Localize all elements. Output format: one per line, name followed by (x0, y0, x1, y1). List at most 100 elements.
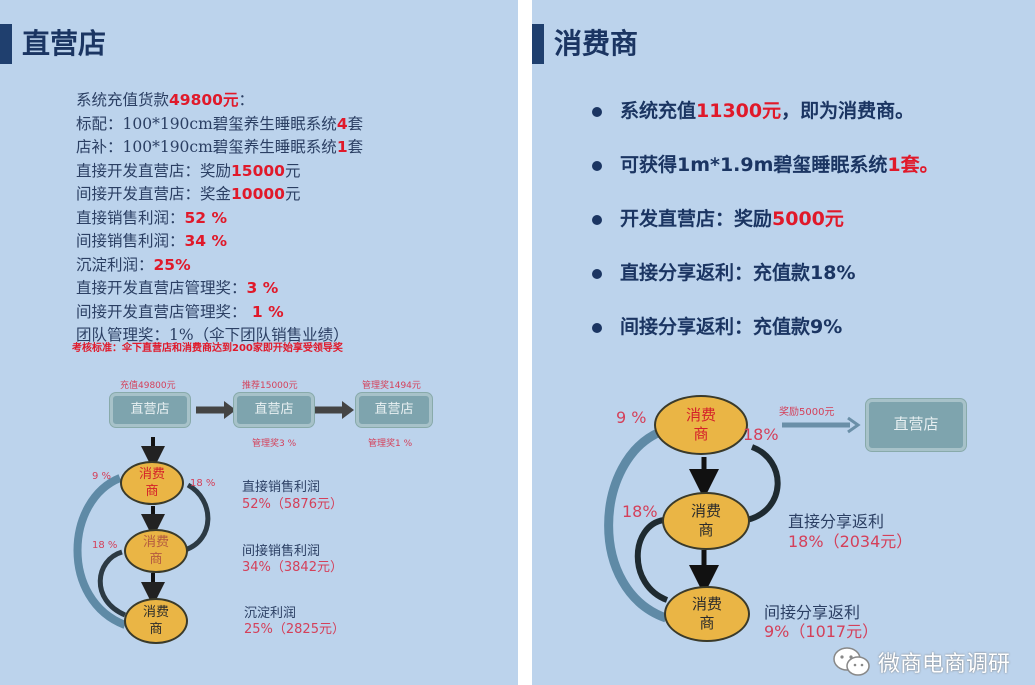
line-tail: 套 (347, 114, 364, 133)
bullet-icon (592, 214, 602, 225)
bullet-highlight: 5000元 (772, 208, 844, 230)
rebate-value: 9%（1017元） (764, 622, 879, 641)
consumer-label: 消费商 (691, 595, 722, 632)
pct-label: 18% (622, 502, 658, 521)
consumer-node: 消费商 (662, 492, 750, 550)
pct-label: 9 % (92, 471, 112, 482)
bullet-text: 系统充值 (620, 100, 697, 122)
bullet-highlight: 11300元 (696, 100, 782, 122)
benefit-bullet: 可获得1m*1.9m碧玺睡眠系统1套。 (592, 150, 939, 204)
reward-label: 奖励5000元 (779, 407, 835, 418)
curve-arrow (634, 517, 669, 603)
line-text: 团队管理奖：1%（伞下团队销售业绩） (76, 326, 349, 344)
consumer-node: 消费商 (120, 461, 184, 505)
bullet-text: 开发直营店：奖励 (620, 208, 773, 230)
bullet-icon (592, 268, 602, 279)
profit-name: 直接销售利润 (242, 480, 321, 495)
curve-arrow (184, 482, 211, 553)
panel-title: 消费商 (554, 27, 639, 60)
header-marker (532, 24, 544, 64)
line-tail: 元 (284, 185, 301, 203)
profit-value: 25%（2825元） (244, 622, 345, 637)
bullet-text: 间接分享返利：充值款9% (620, 316, 843, 338)
benefit-bullet: 开发直营店：奖励5000元 (592, 204, 939, 258)
store-box: 直营店 (110, 393, 190, 427)
consumer-node: 消费商 (124, 598, 188, 644)
line-text: 沉淀利润： (76, 255, 154, 274)
curve-arrow (97, 549, 127, 618)
panel-header: 直营店 (0, 18, 518, 68)
line-highlight: 1 % (246, 302, 284, 321)
rebate-value: 18%（2034元） (788, 532, 913, 551)
rebate-name: 间接分享返利 (764, 603, 861, 622)
curve-arrow (604, 427, 668, 623)
recharge-label: 充值49800元 (120, 381, 176, 391)
wechat-icon (833, 647, 870, 676)
rebate-name: 直接分享返利 (788, 512, 885, 531)
line-text: 间接销售利润： (76, 232, 185, 250)
line-highlight: 1 (336, 138, 348, 156)
reward-arrow-head (847, 416, 861, 434)
line-highlight: 49800元 (169, 91, 239, 109)
curve-arrow (73, 474, 127, 629)
bullet-text: 可获得1m*1.9m碧玺睡眠系统 (620, 154, 888, 176)
pct-label: 18% (743, 425, 779, 444)
pct-label: 18 % (190, 478, 216, 489)
management-3-label: 管理奖3 % (252, 439, 297, 449)
line-tail: 元 (284, 161, 301, 180)
line-highlight: 4 (336, 114, 348, 133)
line-text: 间接开发直营店：奖金 (76, 185, 232, 203)
watermark-text: 微商电商调研 (878, 652, 1011, 677)
line-tail: 套 (347, 138, 364, 156)
line-text: 直接开发直营店管理奖： (76, 279, 247, 297)
bullet-icon (592, 322, 602, 333)
benefit-line: 间接开发直营店：奖金10000元 (76, 183, 363, 207)
line-highlight: 52 % (184, 208, 228, 227)
consumer-label: 消费商 (138, 467, 165, 499)
line-highlight: 15000 (231, 161, 285, 180)
line-text: 店补：100*190cm碧玺养生睡眠系统 (76, 138, 337, 156)
benefit-list: 系统充值货款49800元：标配：100*190cm碧玺养生睡眠系统4套店补：10… (76, 89, 363, 348)
line-text: 间接开发直营店管理奖： (76, 302, 247, 321)
line-highlight: 3 % (246, 279, 279, 297)
consumer-label: 消费商 (142, 535, 169, 567)
referral-label: 推荐15000元 (242, 381, 298, 391)
consumer-node: 消费商 (654, 395, 748, 455)
benefit-line: 直接开发直营店：奖励15000元 (76, 160, 363, 184)
consumer-label: 消费商 (690, 502, 721, 539)
benefit-line: 间接销售利润：34 % (76, 230, 363, 254)
line-text: 系统充值货款 (76, 91, 170, 109)
benefit-line: 沉淀利润：25% (76, 254, 363, 278)
panel-title: 直营店 (22, 27, 107, 60)
profit-name: 沉淀利润 (244, 606, 297, 621)
line-text: 直接销售利润： (76, 208, 185, 227)
benefit-line: 系统充值货款49800元： (76, 89, 363, 113)
bullet-tail: ，即为消费商。 (781, 100, 915, 122)
consumer-panel: 消费商 系统充值11300元，即为消费商。可获得1m*1.9m碧玺睡眠系统1套。… (532, 0, 1035, 685)
profit-name: 间接销售利润 (242, 544, 321, 559)
benefit-bullet: 系统充值11300元，即为消费商。 (592, 96, 939, 150)
bullet-text: 直接分享返利：充值款18% (620, 262, 856, 284)
management-1-label: 管理奖1 % (368, 439, 413, 449)
consumer-node: 消费商 (664, 586, 750, 642)
profit-value: 52%（5876元） (242, 497, 343, 512)
watermark: 微商电商调研 (832, 646, 1010, 678)
benefit-line: 直接销售利润：52 % (76, 207, 363, 231)
direct-store-panel: 直营店 系统充值货款49800元：标配：100*190cm碧玺养生睡眠系统4套店… (0, 0, 518, 685)
pct-label: 18 % (92, 540, 118, 551)
bullet-highlight: 1套。 (887, 154, 939, 176)
bullet-icon (592, 106, 602, 117)
bullet-icon (592, 160, 602, 171)
assessment-note: 考核标准：伞下直营店和消费商达到200家即开始享受领导奖 (72, 343, 343, 354)
line-tail: ： (238, 91, 254, 109)
panel-header: 消费商 (532, 18, 1035, 68)
store-box: 直营店 (234, 393, 314, 427)
benefit-bullet: 间接分享返利：充值款9% (592, 312, 939, 366)
line-highlight: 10000 (231, 185, 285, 203)
store-box: 直营店 (356, 393, 432, 427)
profit-value: 34%（3842元） (242, 560, 343, 575)
line-text: 标配：100*190cm碧玺养生睡眠系统 (76, 114, 337, 133)
line-highlight: 25% (153, 255, 191, 274)
consumer-label: 消费商 (142, 605, 169, 637)
store-box: 直营店 (866, 399, 966, 451)
